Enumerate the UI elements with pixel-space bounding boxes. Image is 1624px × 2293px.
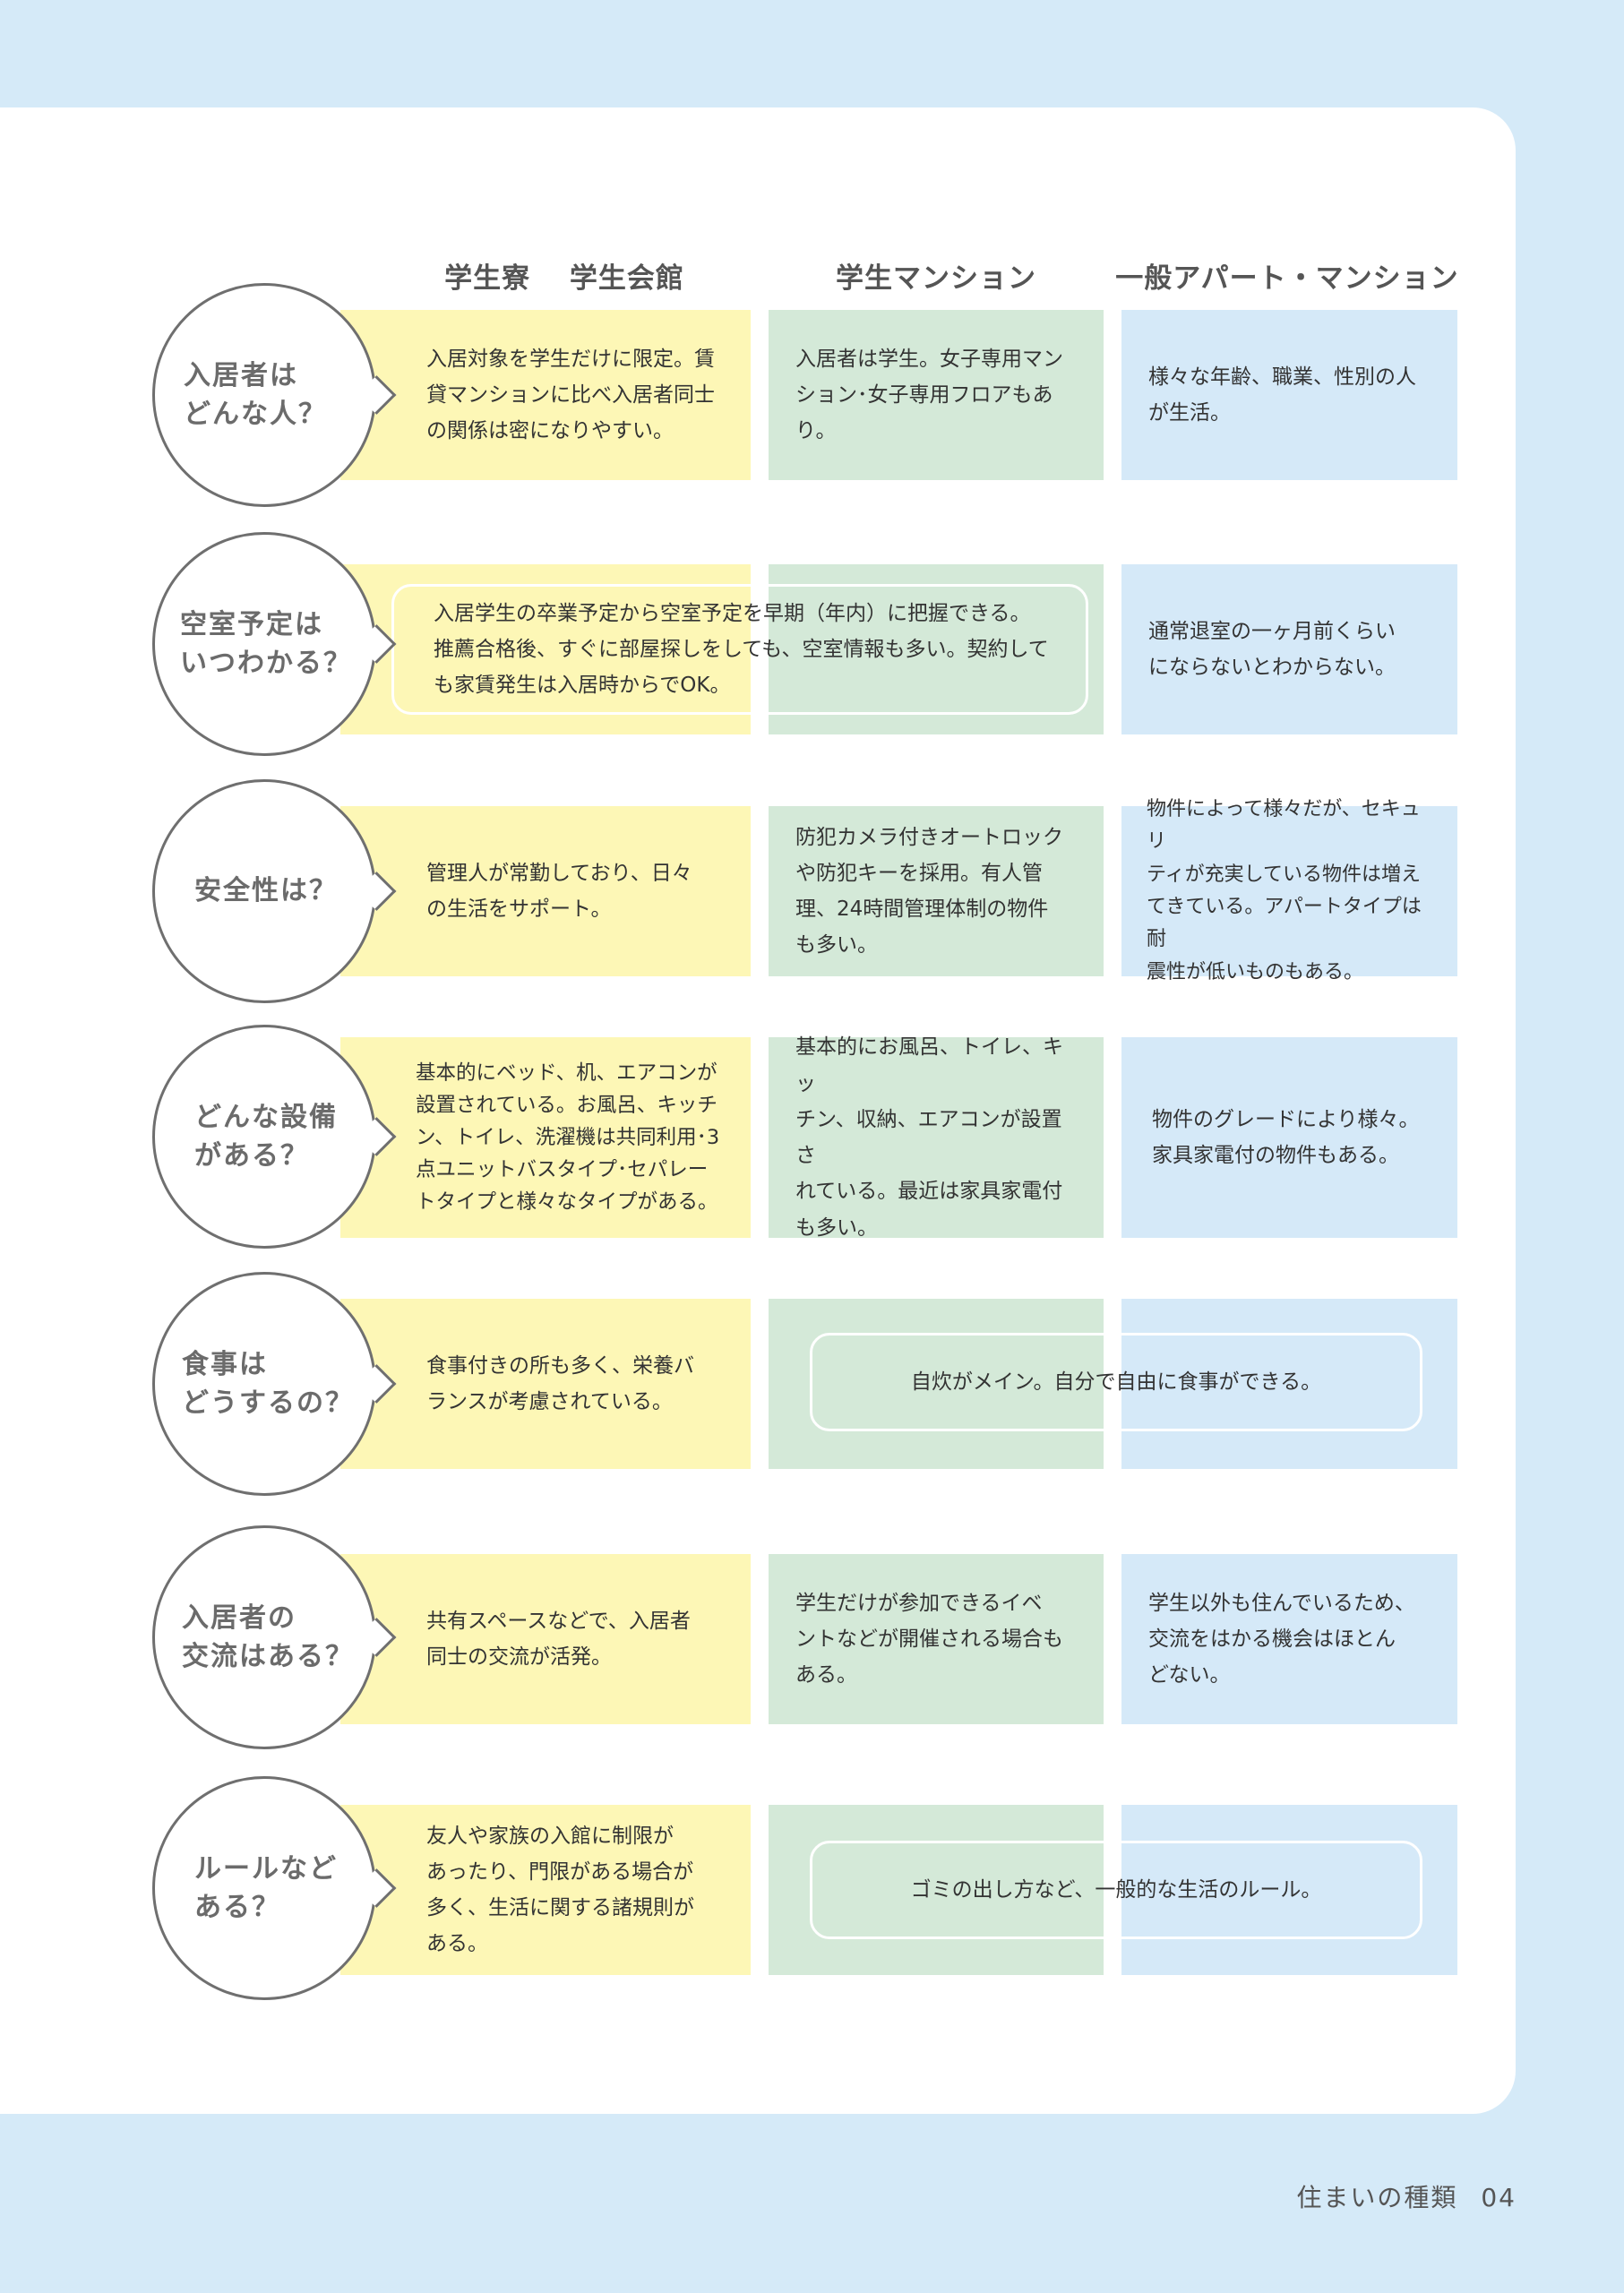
- cell-dorm: 入居対象を学生だけに限定。賃 貸マンションに比べ入居者同士 の関係は密になりやす…: [340, 310, 751, 480]
- cell-general: [1121, 1805, 1457, 1975]
- cell-text: 基本的にベッド、机、エアコンが 設置されている。お風呂、キッチ ン、トイレ、洗濯…: [416, 1061, 720, 1214]
- merged-note-text: ゴミの出し方など、一般的な生活のルール。: [910, 1877, 1322, 1902]
- page-footer: 住まいの種類 04: [1296, 2178, 1517, 2214]
- column-header-general: 一般アパート・マンション: [1115, 262, 1459, 295]
- cell-text: 物件によって様々だが、セキュリ ティが充実している物件は増え てきている。アパー…: [1147, 798, 1422, 983]
- cell-text: 基本的にお風呂、トイレ、キッ チン、収納、エアコンが設置さ れている。最近は家具…: [795, 1035, 1063, 1240]
- cell-text: 共有スペースなどで、入居者 同士の交流が活発。: [426, 1609, 691, 1669]
- comparison-row-facilities: 基本的にベッド、机、エアコンが 設置されている。お風呂、キッチ ン、トイレ、洗濯…: [0, 1025, 1516, 1249]
- comparison-row-vacancy: 通常退室の一ヶ月前くらい にならないとわからない。 入居学生の卒業予定から空室予…: [0, 532, 1516, 756]
- cell-text: 学生以外も住んでいるため、 交流をはかる機会はほとん どない。: [1148, 1591, 1415, 1688]
- question-bubble: 空室予定は いつわかる？: [152, 532, 397, 756]
- comparison-row-meals: 食事付きの所も多く、栄養バ ランスが考慮されている。 自炊がメイン。自分で自由に…: [0, 1272, 1516, 1496]
- question-bubble: 安全性は？: [152, 779, 397, 1003]
- cell-text: 入居者は学生。女子専用マン ション･女子専用フロアもあり。: [795, 347, 1063, 443]
- cell-student-mansion: [769, 1299, 1104, 1469]
- cell-dorm: 友人や家族の入館に制限が あったり、門限がある場合が 多く、生活に関する諸規則が…: [340, 1805, 751, 1975]
- cell-text: 物件のグレードにより様々。 家具家電付の物件もある。: [1152, 1107, 1420, 1167]
- cell-text: 様々な年齢、職業、性別の人 が生活。: [1148, 365, 1416, 425]
- cell-dorm: 管理人が常勤しており、日々 の生活をサポート。: [340, 806, 751, 976]
- merged-note-box: 入居学生の卒業予定から空室予定を早期（年内）に把握できる。 推薦合格後、すぐに部…: [391, 584, 1088, 715]
- merged-note-box: 自炊がメイン。自分で自由に食事ができる。: [810, 1333, 1422, 1431]
- merged-note-box: ゴミの出し方など、一般的な生活のルール。: [810, 1841, 1422, 1939]
- cell-general: 物件のグレードにより様々。 家具家電付の物件もある。: [1121, 1037, 1457, 1238]
- cell-general: 様々な年齢、職業、性別の人 が生活。: [1121, 310, 1457, 480]
- column-header-student-mansion: 学生マンション: [836, 262, 1036, 295]
- comparison-row-safety: 管理人が常勤しており、日々 の生活をサポート。 防犯カメラ付きオートロック や防…: [0, 779, 1516, 1003]
- cell-text: 管理人が常勤しており、日々 の生活をサポート。: [426, 861, 692, 921]
- cell-text: 防犯カメラ付きオートロック や防犯キーを採用。有人管 理、24時間管理体制の物件…: [795, 825, 1063, 958]
- cell-general: 物件によって様々だが、セキュリ ティが充実している物件は増え てきている。アパー…: [1121, 798, 1457, 983]
- cell-general: [1121, 1299, 1457, 1469]
- comparison-row-interaction: 共有スペースなどで、入居者 同士の交流が活発。 学生だけが参加できるイベ ントな…: [0, 1525, 1516, 1749]
- cell-text: 友人や家族の入館に制限が あったり、門限がある場合が 多く、生活に関する諸規則が…: [426, 1824, 694, 1956]
- question-bubble: 入居者の 交流はある？: [152, 1525, 397, 1749]
- cell-student-mansion: [769, 564, 1104, 734]
- page-number: 04: [1481, 2183, 1517, 2212]
- cell-student-mansion: [769, 1805, 1104, 1975]
- question-bubble: ルールなど ある？: [152, 1776, 397, 2000]
- cell-general: 通常退室の一ヶ月前くらい にならないとわからない。: [1121, 564, 1457, 734]
- cell-student-mansion: 入居者は学生。女子専用マン ション･女子専用フロアもあり。: [769, 310, 1104, 480]
- cell-dorm: 基本的にベッド、机、エアコンが 設置されている。お風呂、キッチ ン、トイレ、洗濯…: [340, 1037, 751, 1238]
- question-bubble: 食事は どうするの？: [152, 1272, 397, 1496]
- cell-text: 入居対象を学生だけに限定。賃 貸マンションに比べ入居者同士 の関係は密になりやす…: [426, 347, 715, 443]
- cell-student-mansion: 基本的にお風呂、トイレ、キッ チン、収納、エアコンが設置さ れている。最近は家具…: [769, 1035, 1104, 1240]
- cell-dorm: 食事付きの所も多く、栄養バ ランスが考慮されている。: [340, 1299, 751, 1469]
- question-text: ルールなど ある？: [194, 1852, 338, 1924]
- cell-general: 学生以外も住んでいるため、 交流をはかる機会はほとん どない。: [1121, 1554, 1457, 1724]
- cell-dorm: 共有スペースなどで、入居者 同士の交流が活発。: [340, 1554, 751, 1724]
- question-bubble: 入居者は どんな人？: [152, 283, 397, 507]
- question-text: どんな設備 がある？: [194, 1101, 338, 1172]
- column-header-dorm: 学生寮 学生会館: [444, 262, 684, 295]
- question-bubble: どんな設備 がある？: [152, 1025, 397, 1249]
- question-text: 入居者の 交流はある？: [182, 1602, 354, 1673]
- question-text: 安全性は？: [194, 875, 338, 907]
- cell-student-mansion: 学生だけが参加できるイベ ントなどが開催される場合も ある。: [769, 1554, 1104, 1724]
- merged-note-text: 自炊がメイン。自分で自由に食事ができる。: [910, 1370, 1322, 1394]
- question-text: 食事は どうするの？: [182, 1348, 354, 1420]
- merged-note-text: 入居学生の卒業予定から空室予定を早期（年内）に把握できる。 推薦合格後、すぐに部…: [434, 601, 1049, 698]
- comparison-row-rules: 友人や家族の入館に制限が あったり、門限がある場合が 多く、生活に関する諸規則が…: [0, 1776, 1516, 2000]
- cell-text: 食事付きの所も多く、栄養バ ランスが考慮されている。: [426, 1353, 694, 1413]
- comparison-row-residents: 入居対象を学生だけに限定。賃 貸マンションに比べ入居者同士 の関係は密になりやす…: [0, 283, 1516, 507]
- cell-student-mansion: 防犯カメラ付きオートロック や防犯キーを採用。有人管 理、24時間管理体制の物件…: [769, 806, 1104, 976]
- cell-text: 通常退室の一ヶ月前くらい にならないとわからない。: [1148, 619, 1396, 679]
- cell-text: 学生だけが参加できるイベ ントなどが開催される場合も ある。: [795, 1591, 1063, 1688]
- question-text: 入居者は どんな人？: [184, 359, 327, 431]
- question-text: 空室予定は いつわかる？: [180, 608, 352, 680]
- footer-section-title: 住まいの種類: [1296, 2183, 1458, 2212]
